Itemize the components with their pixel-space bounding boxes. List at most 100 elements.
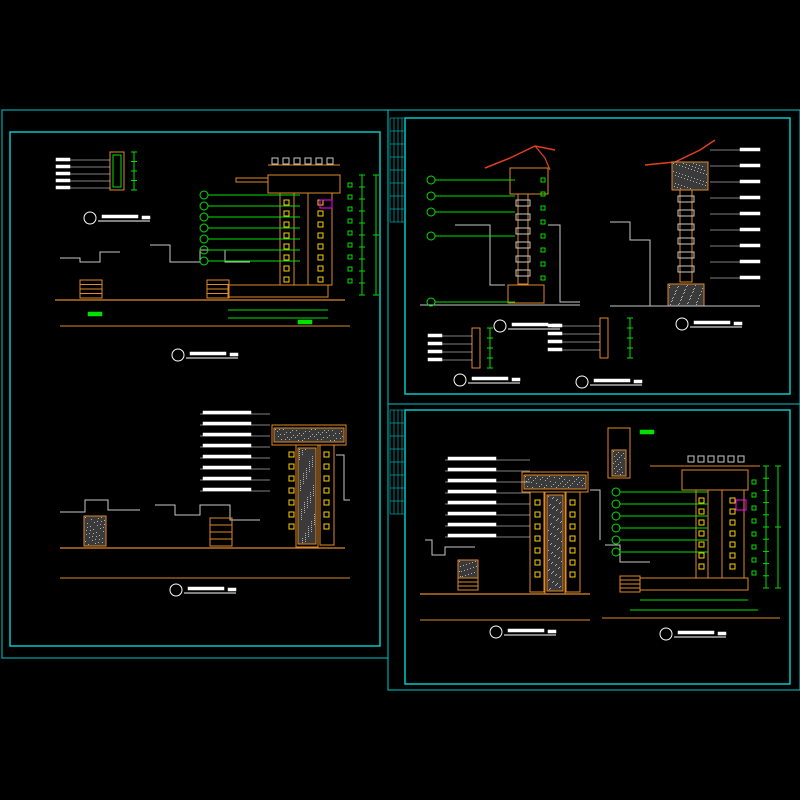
terrain-section-1 xyxy=(60,499,140,513)
terrain-bottom-1 xyxy=(425,539,475,556)
column-stud xyxy=(317,232,324,239)
hatch-dot xyxy=(551,523,552,524)
title-detail-2 xyxy=(575,375,643,389)
view-number-bubble xyxy=(659,627,673,641)
sheet-bottom-right-outer xyxy=(387,403,800,691)
hatch-dot xyxy=(305,431,306,432)
sheet-left-inner xyxy=(9,131,381,647)
hatch-dot xyxy=(303,477,304,478)
plan-marker xyxy=(751,518,757,524)
title-text-mark xyxy=(471,376,509,381)
column-band-b xyxy=(677,237,695,245)
hatch-dot xyxy=(621,467,622,468)
section-note-mark xyxy=(202,454,252,459)
plan-beam xyxy=(681,469,749,491)
hatch-dot xyxy=(103,531,104,532)
scale-text-mark xyxy=(227,587,237,592)
hatch-dot xyxy=(556,564,557,565)
hatch-dot xyxy=(472,562,473,563)
hatch-dot xyxy=(89,537,90,538)
section-stud xyxy=(288,523,295,530)
hatch-dot xyxy=(323,437,324,438)
hatch-dot xyxy=(341,431,342,432)
hatch-dot xyxy=(683,163,684,164)
plan-grid-leader xyxy=(611,511,708,521)
hatch-dot xyxy=(101,521,102,522)
hatch-dot xyxy=(312,466,313,467)
section-stud xyxy=(323,499,330,506)
plinth xyxy=(227,284,329,298)
section-stud xyxy=(323,487,330,494)
hatch-dot xyxy=(93,533,94,534)
scale-text-mark xyxy=(547,629,557,634)
hatch-dot xyxy=(306,478,307,479)
hatch-dot xyxy=(289,439,290,440)
hatch-dot xyxy=(473,567,474,568)
hatch-dot xyxy=(694,178,695,179)
bottom-footing-hatch xyxy=(457,559,479,579)
hatch-dot xyxy=(285,439,286,440)
sheet-left-outer xyxy=(1,109,389,659)
hatch-dot xyxy=(302,542,303,543)
hatch-dot xyxy=(309,465,310,466)
hatch-dot xyxy=(330,440,331,441)
hatch-dot xyxy=(310,436,311,437)
hatch-dot xyxy=(299,449,300,450)
roof-slope-a xyxy=(484,145,556,169)
hatch-dot xyxy=(556,487,557,488)
hatch-dot xyxy=(669,285,670,286)
hatch-dot xyxy=(545,480,546,481)
hatch-dot xyxy=(693,163,694,164)
hatch-dot xyxy=(322,432,323,433)
bottom-stud xyxy=(534,571,541,578)
terrain-left-1 xyxy=(60,251,120,263)
hatch-dot xyxy=(577,484,578,485)
grid-bubble xyxy=(611,511,621,521)
footing-outline xyxy=(457,577,479,591)
hatch-dot xyxy=(306,468,307,469)
hatch-dot xyxy=(684,292,685,293)
hatch-dot xyxy=(699,165,700,166)
section-stud xyxy=(323,463,330,470)
title-detail-top-left xyxy=(83,211,151,225)
hatch-dot xyxy=(311,523,312,524)
hatch-dot xyxy=(296,430,297,431)
hatch-dot xyxy=(531,482,532,483)
hatch-dot xyxy=(301,511,302,512)
beam-extension xyxy=(235,177,269,183)
hatch-dot xyxy=(302,540,303,541)
marker-a xyxy=(540,247,546,253)
note-mark-b xyxy=(739,195,761,200)
detail-1-wall xyxy=(471,327,481,369)
hatch-dot xyxy=(287,437,288,438)
hatch-dot xyxy=(691,295,692,296)
title-text-mark xyxy=(101,214,139,219)
hatch-dot xyxy=(309,461,310,462)
detail-core xyxy=(112,154,122,188)
plan-plinth xyxy=(639,577,749,591)
hatch-dot xyxy=(304,512,305,513)
title-text-mark xyxy=(189,351,227,356)
hatch-dot xyxy=(614,468,615,469)
plan-stud xyxy=(698,530,705,537)
view-number-bubble xyxy=(489,625,503,639)
section-column xyxy=(295,444,319,548)
hatch-dot xyxy=(678,176,679,177)
title-bottom-section xyxy=(489,625,557,639)
hatch-dot xyxy=(556,500,557,501)
hatch-dot xyxy=(299,455,300,456)
hatch-dot xyxy=(525,476,526,477)
hatch-dot xyxy=(318,432,319,433)
hatch-dot xyxy=(465,575,466,576)
hatch-dot xyxy=(275,429,276,430)
hatch-dot xyxy=(678,304,679,305)
section-stud xyxy=(288,487,295,494)
hatch-outline xyxy=(297,447,317,545)
column-stud xyxy=(283,276,290,283)
hatch-dot xyxy=(312,458,313,459)
hatch-dot xyxy=(681,299,682,300)
hatch-dot xyxy=(619,457,620,458)
section-stud xyxy=(288,499,295,506)
hatch-dot xyxy=(313,493,314,494)
